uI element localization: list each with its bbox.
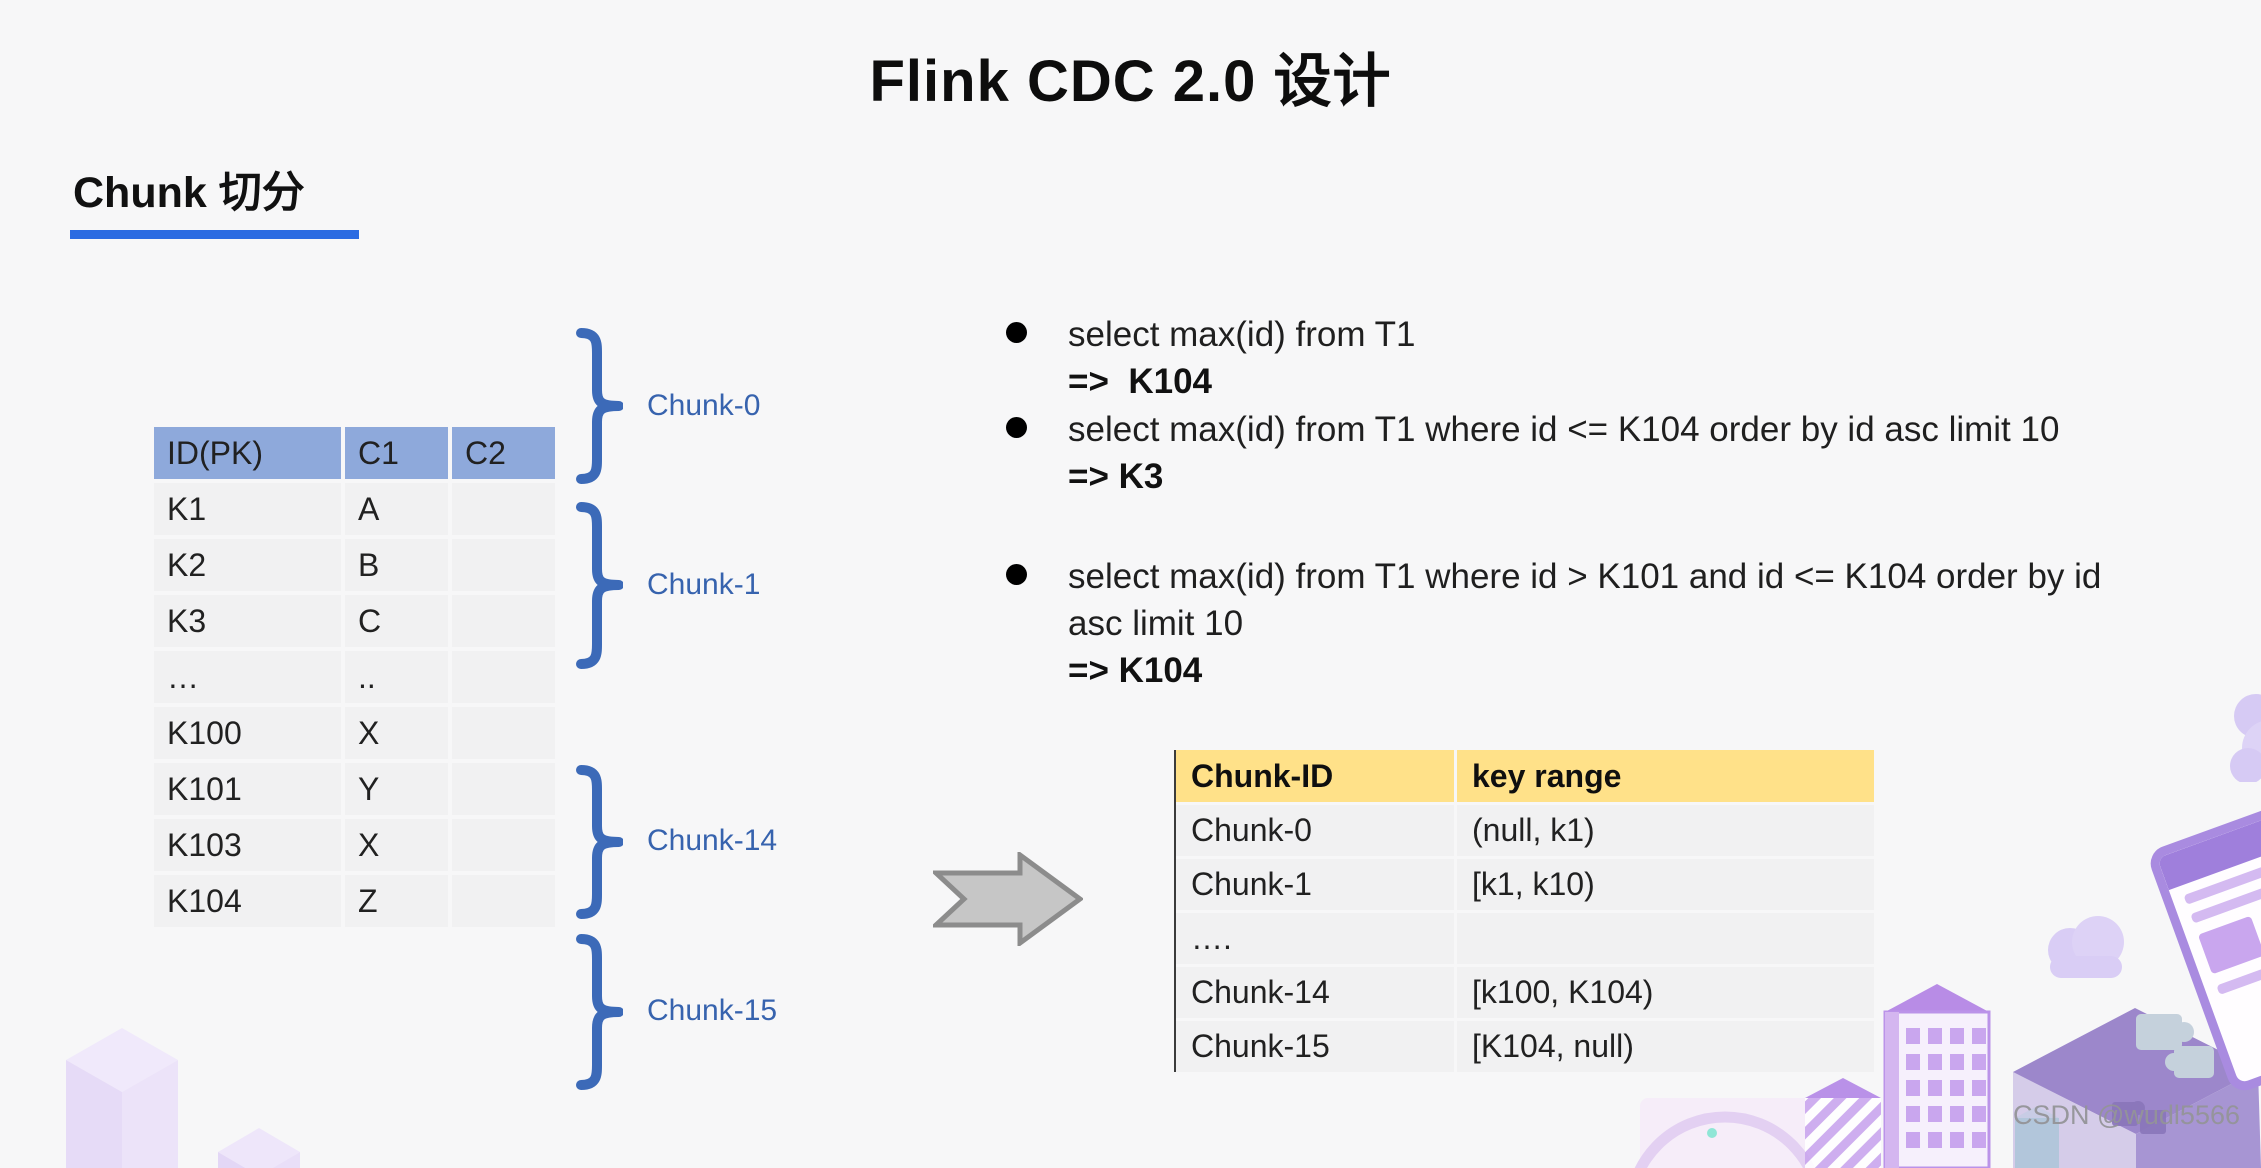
chunk-table-cell xyxy=(1457,913,1874,964)
sql-text: select max(id) from T1 where id <= K104 … xyxy=(1068,410,2060,449)
right-arrow-icon xyxy=(933,852,1083,946)
chunk-table-cell: Chunk-14 xyxy=(1176,967,1454,1018)
source-table-cell: K2 xyxy=(154,539,341,591)
source-table-cell: K3 xyxy=(154,595,341,647)
source-table-cell xyxy=(452,651,555,703)
chunk-table-cell: [k1, k10) xyxy=(1457,859,1874,910)
bullet-item: select max(id) from T1 where id > K101 a… xyxy=(1068,553,2258,694)
sql-result: => K104 xyxy=(1068,362,1212,401)
source-table-cell: B xyxy=(345,539,448,591)
source-table-cell: C xyxy=(345,595,448,647)
decor-city-illustration xyxy=(1634,984,2261,1168)
decor-puzzle-dark-icon xyxy=(2112,1101,2166,1134)
heading-underline xyxy=(70,230,359,239)
source-table-header-cell: C1 xyxy=(345,427,448,479)
source-table: ID(PK) C1 C2 K1 A K2 B K3 C … .. K100 X … xyxy=(154,427,555,927)
brace-chunk-0-icon xyxy=(576,328,623,484)
sql-text: select max(id) from T1 where id > K101 a… xyxy=(1068,557,2102,596)
chunk-table-cell: [k100, K104) xyxy=(1457,967,1874,1018)
source-table-cell: .. xyxy=(345,651,448,703)
source-table-cell xyxy=(452,539,555,591)
chunk-15-label: Chunk-15 xyxy=(647,994,778,1027)
sql-text: asc limit 10 xyxy=(1068,604,1244,643)
source-table-cell: X xyxy=(345,707,448,759)
source-table-cell: K101 xyxy=(154,763,341,815)
section-heading: Chunk 切分 xyxy=(73,169,305,217)
chunk-table-header-cell: Chunk-ID xyxy=(1176,750,1454,802)
source-table-cell xyxy=(452,483,555,535)
bullet-dot xyxy=(1006,564,1027,585)
decor-cube-bottom-left-icon xyxy=(66,1028,178,1168)
sql-result: => K3 xyxy=(1068,457,1164,496)
watermark: CSDN @wudl5566 xyxy=(2012,1100,2240,1130)
source-table-cell xyxy=(452,763,555,815)
source-table-cell xyxy=(452,595,555,647)
chunk-range-table: Chunk-ID key range Chunk-0 (null, k1) Ch… xyxy=(1174,750,1874,1072)
chunk-table-header-cell: key range xyxy=(1457,750,1874,802)
source-table-cell: K1 xyxy=(154,483,341,535)
source-table-cell: K100 xyxy=(154,707,341,759)
page-title: Flink CDC 2.0 设计 xyxy=(869,49,1392,114)
source-table-cell: Y xyxy=(345,763,448,815)
source-table-cell xyxy=(452,707,555,759)
source-table-cell xyxy=(452,875,555,927)
decor-panel xyxy=(1640,1098,1812,1168)
source-table-cell: K104 xyxy=(154,875,341,927)
source-table-header-cell: ID(PK) xyxy=(154,427,341,479)
bullet-dot xyxy=(1006,322,1027,343)
sql-result: => K104 xyxy=(1068,651,1203,690)
source-table-cell xyxy=(452,819,555,871)
source-table-cell: X xyxy=(345,819,448,871)
chunk-table-cell: [K104, null) xyxy=(1457,1021,1874,1072)
source-table-cell: Z xyxy=(345,875,448,927)
chunk-table-cell: (null, k1) xyxy=(1457,805,1874,856)
brace-chunk-15-icon xyxy=(576,934,623,1090)
bullet-dot xyxy=(1006,417,1027,438)
source-table-cell: A xyxy=(345,483,448,535)
bullet-item: select max(id) from T1 where id <= K104 … xyxy=(1068,406,2258,500)
chunk-table-cell: …. xyxy=(1176,913,1454,964)
brace-chunk-1-icon xyxy=(576,502,623,669)
decor-cube-small-left-icon xyxy=(218,1128,300,1168)
decor-puzzle-light-icon xyxy=(2136,1014,2214,1078)
decor-cloud-edge-icon xyxy=(2230,694,2261,782)
bullet-item: select max(id) from T1 => K104 xyxy=(1068,311,2258,405)
chunk-table-cell: Chunk-0 xyxy=(1176,805,1454,856)
sql-text: select max(id) from T1 xyxy=(1068,315,1416,354)
brace-chunk-14-icon xyxy=(576,765,623,919)
source-table-cell: K103 xyxy=(154,819,341,871)
chunk-0-label: Chunk-0 xyxy=(647,389,761,422)
decor-cloud-icon xyxy=(2048,916,2124,978)
chunk-table-cell: Chunk-1 xyxy=(1176,859,1454,910)
source-table-cell: … xyxy=(154,651,341,703)
chunk-14-label: Chunk-14 xyxy=(647,824,778,857)
chunk-table-cell: Chunk-15 xyxy=(1176,1021,1454,1072)
chunk-1-label: Chunk-1 xyxy=(647,568,761,601)
source-table-header-cell: C2 xyxy=(452,427,555,479)
